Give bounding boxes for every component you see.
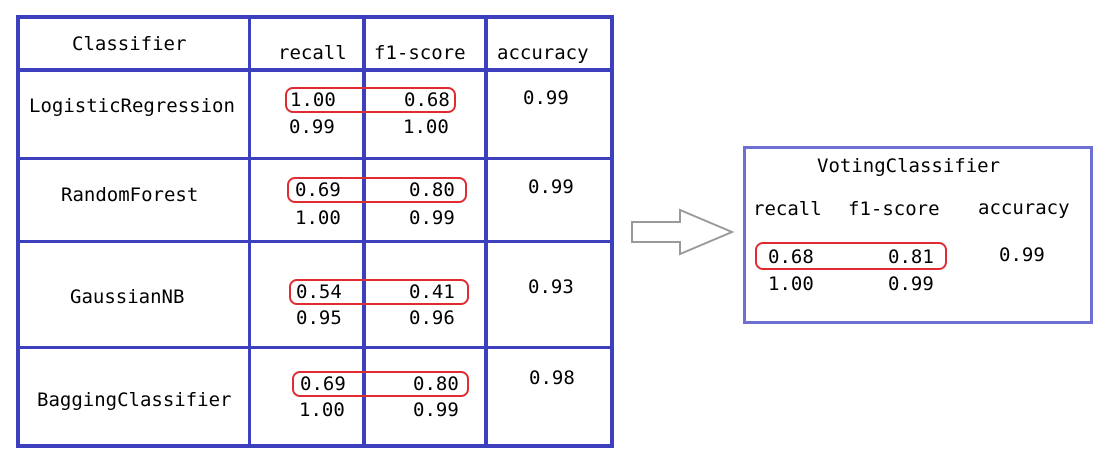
accuracy-value: 0.98 bbox=[529, 367, 575, 389]
row-name-logisticregression: LogisticRegression bbox=[29, 95, 235, 117]
highlight-box bbox=[289, 279, 469, 305]
f1-class0: 0.41 bbox=[409, 281, 455, 303]
f1-class0: 0.80 bbox=[409, 179, 455, 201]
f1-class1: 1.00 bbox=[403, 116, 449, 138]
recall-class0: 1.00 bbox=[290, 89, 336, 111]
recall-class1: 0.99 bbox=[289, 116, 335, 138]
highlight-box bbox=[755, 242, 947, 270]
recall-class1: 1.00 bbox=[299, 399, 345, 421]
row-name-randomforest: RandomForest bbox=[61, 184, 199, 206]
highlight-box bbox=[287, 177, 467, 203]
recall-class1: 1.00 bbox=[295, 207, 341, 229]
f1-class1: 0.99 bbox=[413, 399, 459, 421]
header-f1-score: f1-score bbox=[374, 42, 466, 64]
recall-class1: 0.95 bbox=[296, 307, 342, 329]
voting-header-recall: recall bbox=[753, 198, 822, 220]
header-classifier: Classifier bbox=[72, 33, 187, 55]
row-divider bbox=[16, 157, 614, 160]
row-divider bbox=[16, 240, 614, 243]
accuracy-value: 0.93 bbox=[528, 276, 574, 298]
recall-class0: 0.69 bbox=[295, 179, 341, 201]
recall-class0: 0.54 bbox=[296, 281, 342, 303]
table-border-right bbox=[610, 15, 614, 448]
highlight-box bbox=[292, 371, 469, 397]
highlight-box bbox=[285, 87, 456, 113]
table-border-left bbox=[16, 15, 20, 448]
arrow-right-icon bbox=[631, 208, 735, 256]
header-divider bbox=[16, 68, 614, 72]
column-divider bbox=[248, 15, 251, 448]
voting-classifier-panel bbox=[743, 146, 1093, 324]
recall-class0: 0.69 bbox=[300, 373, 346, 395]
f1-class1: 0.96 bbox=[409, 307, 455, 329]
voting-recall-class0: 0.68 bbox=[768, 246, 814, 268]
table-border-bottom bbox=[16, 444, 614, 448]
voting-accuracy-value: 0.99 bbox=[999, 244, 1045, 266]
header-recall: recall bbox=[278, 42, 347, 64]
f1-class0: 0.68 bbox=[404, 89, 450, 111]
voting-recall-class1: 1.00 bbox=[768, 273, 814, 295]
table-border-top bbox=[16, 15, 614, 19]
voting-header-f1-score: f1-score bbox=[848, 198, 940, 220]
voting-title: VotingClassifier bbox=[817, 155, 1001, 177]
f1-class1: 0.99 bbox=[409, 207, 455, 229]
row-name-gaussiannb: GaussianNB bbox=[70, 286, 185, 308]
row-name-baggingclassifier: BaggingClassifier bbox=[37, 389, 232, 411]
header-accuracy: accuracy bbox=[497, 42, 589, 64]
voting-header-accuracy: accuracy bbox=[978, 197, 1070, 219]
voting-f1-class0: 0.81 bbox=[888, 246, 934, 268]
column-divider bbox=[362, 15, 366, 448]
f1-class0: 0.80 bbox=[413, 373, 459, 395]
accuracy-value: 0.99 bbox=[523, 87, 569, 109]
column-divider bbox=[484, 15, 488, 448]
row-divider bbox=[16, 346, 614, 349]
accuracy-value: 0.99 bbox=[528, 176, 574, 198]
voting-f1-class1: 0.99 bbox=[888, 273, 934, 295]
